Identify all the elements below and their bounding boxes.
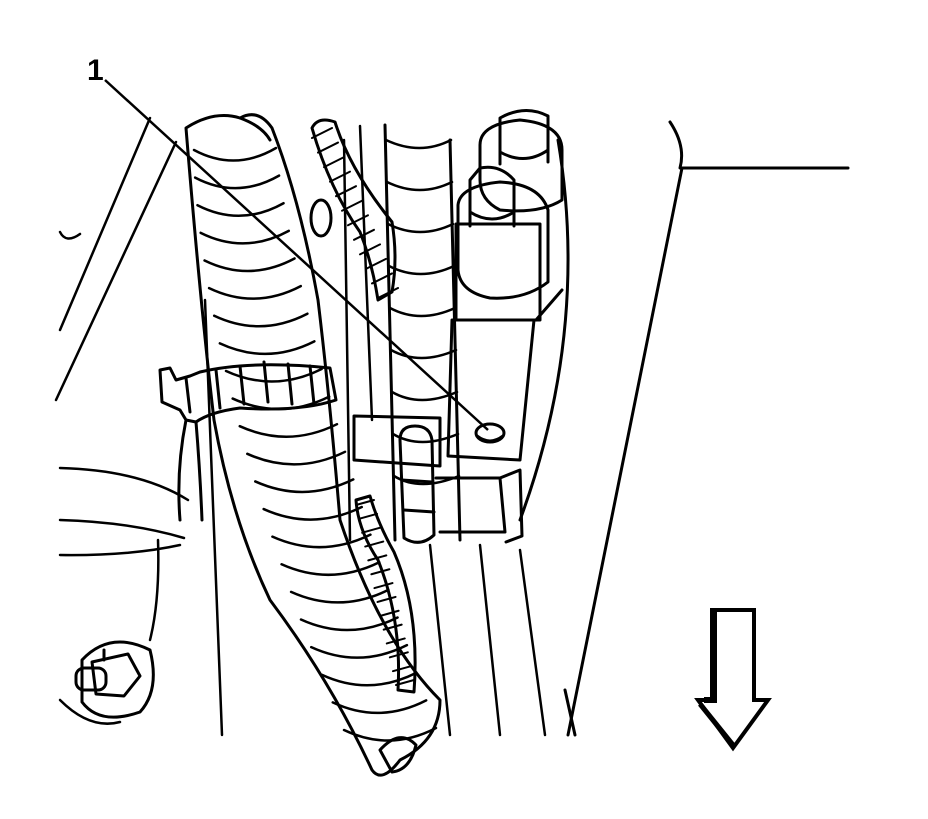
small-hose xyxy=(310,118,399,302)
lower-bolt xyxy=(456,165,550,300)
hose-rib xyxy=(347,214,369,227)
sensor-wire xyxy=(354,494,417,694)
harness-rib xyxy=(271,533,372,549)
hose-rib xyxy=(365,257,387,270)
view-direction-arrow-icon xyxy=(694,608,772,752)
callout-leader-line xyxy=(104,79,489,431)
hose-rib xyxy=(329,170,351,183)
conduit-rib xyxy=(385,180,454,192)
harness-rib xyxy=(309,643,409,659)
conduit-rib xyxy=(387,264,456,276)
harness-rib xyxy=(299,616,399,632)
mounting-hole xyxy=(474,422,506,444)
harness-rib xyxy=(193,174,281,190)
hose-rib xyxy=(377,287,399,299)
wire-rib xyxy=(361,526,382,534)
harness-clamp xyxy=(158,360,338,522)
harness-rib xyxy=(203,257,296,273)
conduit-rib xyxy=(391,432,460,444)
wire-rib xyxy=(355,499,375,506)
conduit-rib xyxy=(388,306,457,318)
harness-rib xyxy=(207,284,303,300)
large-corrugated-harness xyxy=(184,113,442,777)
grommet-ring xyxy=(309,198,333,238)
wire-rib xyxy=(364,540,385,548)
wire-rib xyxy=(373,582,394,590)
harness-rib xyxy=(289,588,390,604)
harness-rib xyxy=(238,422,339,438)
hose-rib xyxy=(317,141,339,154)
hose-rib xyxy=(371,272,393,285)
hose-rib xyxy=(323,156,345,169)
conduit-rib xyxy=(386,222,455,234)
callout-number-1: 1 xyxy=(87,54,104,87)
harness-rib xyxy=(262,505,364,521)
wire-rib xyxy=(379,609,400,617)
wire-rib xyxy=(391,665,412,673)
wire-rib xyxy=(358,512,379,520)
harness-rib xyxy=(331,699,428,715)
hose-rib xyxy=(335,185,357,198)
harness-rib xyxy=(212,312,309,328)
left-panel-lines xyxy=(54,116,190,725)
wire-rib xyxy=(370,568,391,576)
sensor-connector xyxy=(352,414,524,544)
hose-rib xyxy=(341,199,363,212)
harness-rib xyxy=(280,561,381,577)
harness-rib xyxy=(192,146,278,162)
wire-rib xyxy=(376,595,397,603)
harness-rib xyxy=(196,201,285,217)
wire-rib xyxy=(367,554,388,562)
wire-rib xyxy=(395,679,415,686)
ground-stud-nut xyxy=(74,640,155,719)
harness-rib xyxy=(199,229,290,245)
right-body-panel xyxy=(518,120,850,737)
conduit-rib xyxy=(389,348,458,360)
wire-rib xyxy=(388,651,409,659)
conduit-rib xyxy=(384,138,453,150)
hose-rib xyxy=(353,228,375,241)
mounting-bracket xyxy=(446,222,564,462)
harness-rib xyxy=(320,671,418,687)
harness-rib xyxy=(254,478,355,494)
hose-rib xyxy=(359,243,381,256)
upper-bolt xyxy=(478,109,564,213)
hose-rib xyxy=(311,127,333,139)
harness-rib xyxy=(246,450,347,466)
harness-rib xyxy=(218,340,316,356)
